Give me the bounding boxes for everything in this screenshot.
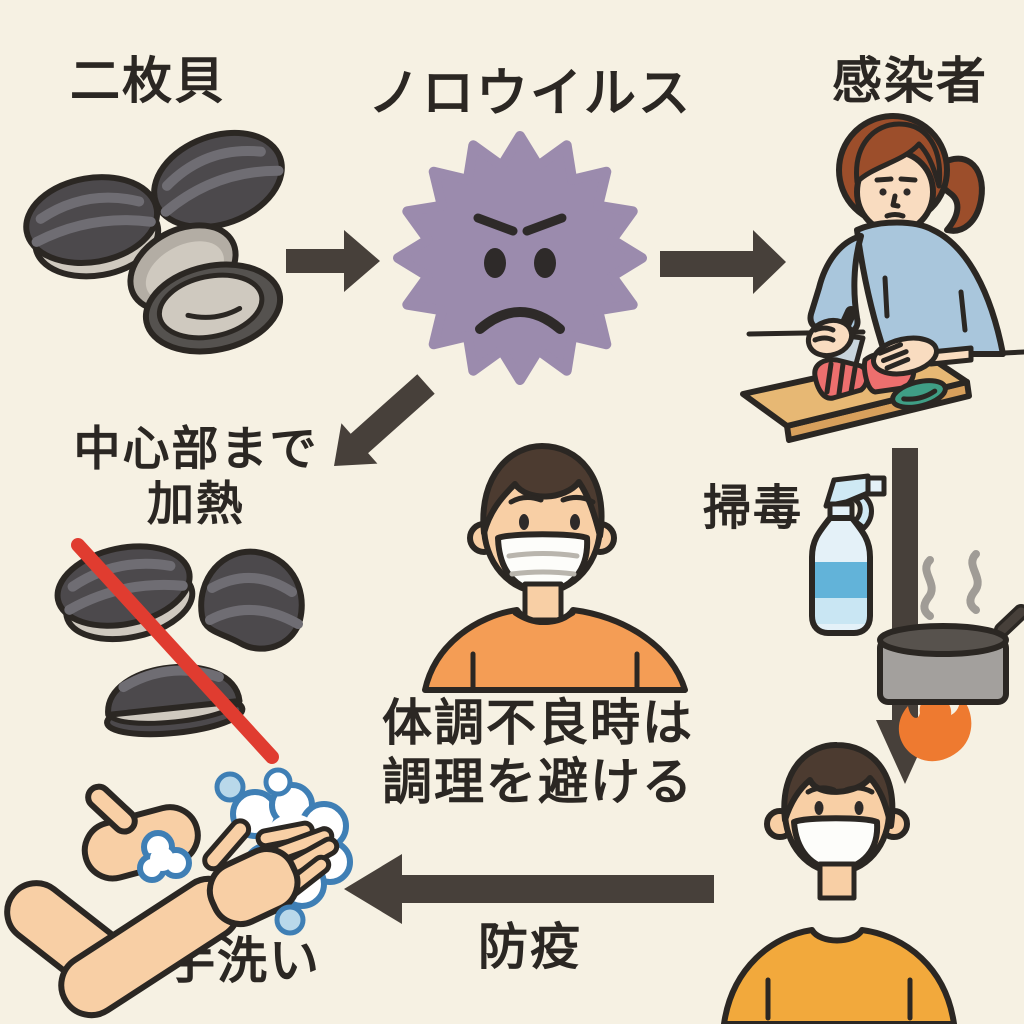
heat-label: 中心部まで 加熱 — [66, 422, 326, 533]
clam-closed-2 — [23, 174, 162, 280]
garnish — [890, 378, 948, 410]
virus-face — [473, 213, 567, 334]
masked-man-illustration — [422, 443, 688, 693]
disinfect-label: 掃毒 — [702, 480, 803, 536]
prevention-label: 防疫 — [478, 918, 582, 976]
clams-illustration — [23, 129, 285, 355]
front-hand — [58, 818, 340, 1019]
infected-person-label: 感染者 — [832, 52, 988, 110]
raw-clam-3 — [104, 663, 246, 738]
steam-icon — [920, 550, 982, 620]
raw-clam-2 — [198, 548, 305, 652]
masked-person-illustration — [721, 741, 957, 1024]
arrow-person-to-handwash — [344, 854, 714, 924]
clam-closed-1 — [151, 129, 285, 231]
washing-hands-illustration — [4, 767, 353, 1019]
infected-cook-illustration — [740, 113, 1024, 443]
virus-title: ノロウイルス — [368, 64, 693, 124]
sick-label-line2: 調理を避ける — [382, 753, 694, 811]
sick-label-line1: 体調不良時は — [382, 694, 694, 752]
arrow-virus-to-heating — [334, 374, 435, 466]
bivalves-label: 二枚貝 — [70, 52, 226, 110]
heat-label-line2: 加熱 — [147, 477, 245, 533]
clam-open — [127, 222, 284, 355]
face-mask — [495, 531, 591, 595]
flame-icon — [898, 682, 972, 762]
arrow-infected-to-person — [876, 448, 934, 784]
boiling-pot-icon — [877, 550, 1024, 762]
face-mask — [791, 815, 881, 873]
arrow-virus-to-infected — [660, 230, 786, 294]
norovirus-character — [393, 131, 647, 385]
crossed-clams-illustration — [54, 543, 305, 738]
arrow-clams-to-virus — [286, 230, 380, 292]
sick-label: 体調不良時は 調理を避ける — [378, 694, 698, 812]
pot-icon — [877, 604, 1024, 705]
spray-bottle-icon — [809, 473, 887, 636]
small-foam — [137, 830, 192, 883]
prohibition-slash — [71, 538, 279, 764]
bubbles — [214, 767, 306, 936]
heat-label-line1: 中心部まで — [73, 422, 319, 477]
